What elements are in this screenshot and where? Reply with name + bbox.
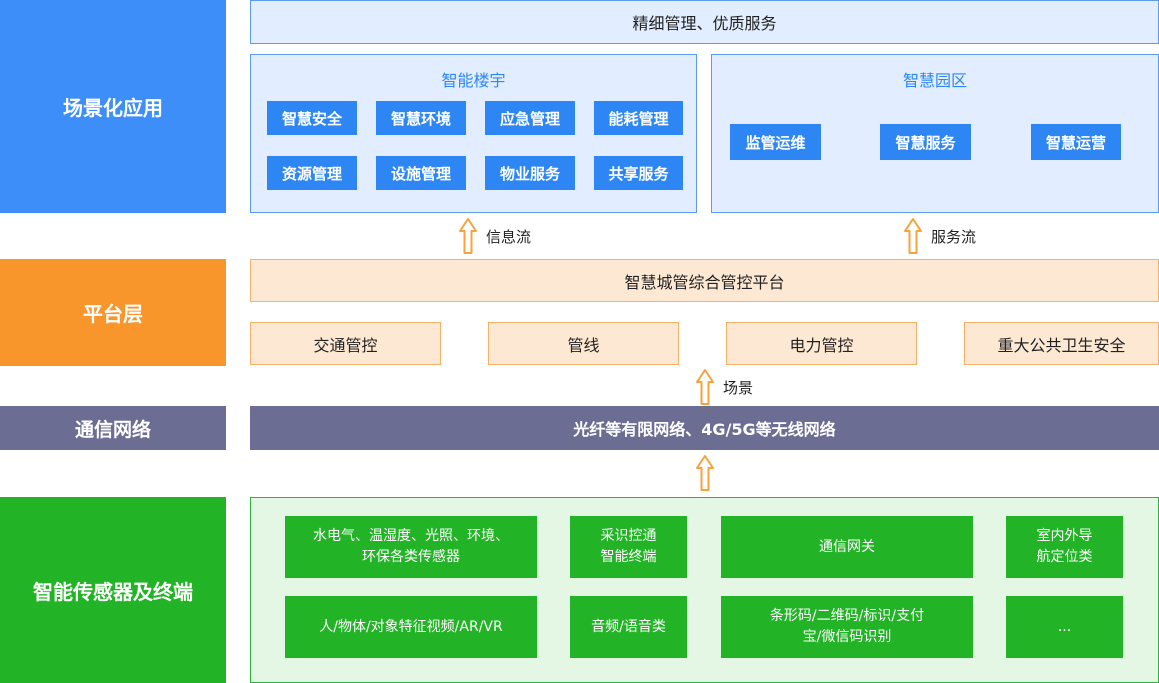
top-banner: 精细管理、优质服务: [250, 0, 1159, 44]
scene-flow: 场景: [695, 367, 753, 407]
sensor-item-video[interactable]: 人/物体/对象特征视频/AR/VR: [285, 596, 537, 658]
sensor-item-navigation[interactable]: 室内外导 航定位类: [1006, 516, 1123, 578]
sensor-item-code-recognition[interactable]: 条形码/二维码/标识/支付 宝/微信码识别: [721, 596, 973, 658]
platform-item-traffic[interactable]: 交通管控: [250, 322, 441, 365]
building-item-sharing[interactable]: 共享服务: [594, 156, 683, 190]
platform-item-public-health[interactable]: 重大公共卫生安全: [964, 322, 1159, 365]
up-arrow-icon: [696, 455, 714, 491]
service-flow-label: 服务流: [931, 227, 977, 246]
info-flow-label: 信息流: [486, 227, 532, 246]
layer-label-platform: 平台层: [0, 259, 226, 366]
up-arrow-icon: [696, 369, 714, 405]
layer-label-app: 场景化应用: [0, 0, 226, 213]
sensor-item-environment[interactable]: 水电气、温湿度、光照、环境、 环保各类传感器: [285, 516, 537, 578]
building-item-energy[interactable]: 能耗管理: [594, 101, 683, 135]
platform-item-pipeline[interactable]: 管线: [488, 322, 679, 365]
layer-label-sensors: 智能传感器及终端: [0, 497, 226, 683]
building-item-facility[interactable]: 设施管理: [376, 156, 466, 190]
sensor-item-terminal[interactable]: 采识控通 智能终端: [570, 516, 687, 578]
park-item-ops[interactable]: 监管运维: [730, 124, 821, 160]
building-item-resource[interactable]: 资源管理: [267, 156, 357, 190]
smart-park-title: 智慧园区: [902, 71, 967, 90]
park-item-service[interactable]: 智慧服务: [880, 124, 971, 160]
platform-main: 智慧城管综合管控平台: [250, 259, 1159, 302]
park-item-operation[interactable]: 智慧运营: [1031, 124, 1121, 160]
building-item-environment[interactable]: 智慧环境: [376, 101, 466, 135]
info-flow: 信息流: [458, 216, 531, 256]
smart-building-title: 智能楼宇: [441, 71, 506, 90]
building-item-security[interactable]: 智慧安全: [267, 101, 357, 135]
sensor-to-network-arrow: [695, 453, 715, 493]
scene-flow-label: 场景: [723, 378, 754, 397]
network-bar: 光纤等有限网络、4G/5G等无线网络: [250, 406, 1159, 450]
sensor-item-more[interactable]: ...: [1006, 596, 1123, 658]
up-arrow-icon: [904, 218, 922, 254]
platform-item-power[interactable]: 电力管控: [726, 322, 917, 365]
layer-label-network: 通信网络: [0, 406, 226, 450]
building-item-emergency[interactable]: 应急管理: [485, 101, 575, 135]
building-item-property[interactable]: 物业服务: [485, 156, 575, 190]
sensor-item-audio[interactable]: 音频/语音类: [570, 596, 687, 658]
service-flow: 服务流: [903, 216, 976, 256]
up-arrow-icon: [459, 218, 477, 254]
sensor-item-gateway[interactable]: 通信网关: [721, 516, 973, 578]
